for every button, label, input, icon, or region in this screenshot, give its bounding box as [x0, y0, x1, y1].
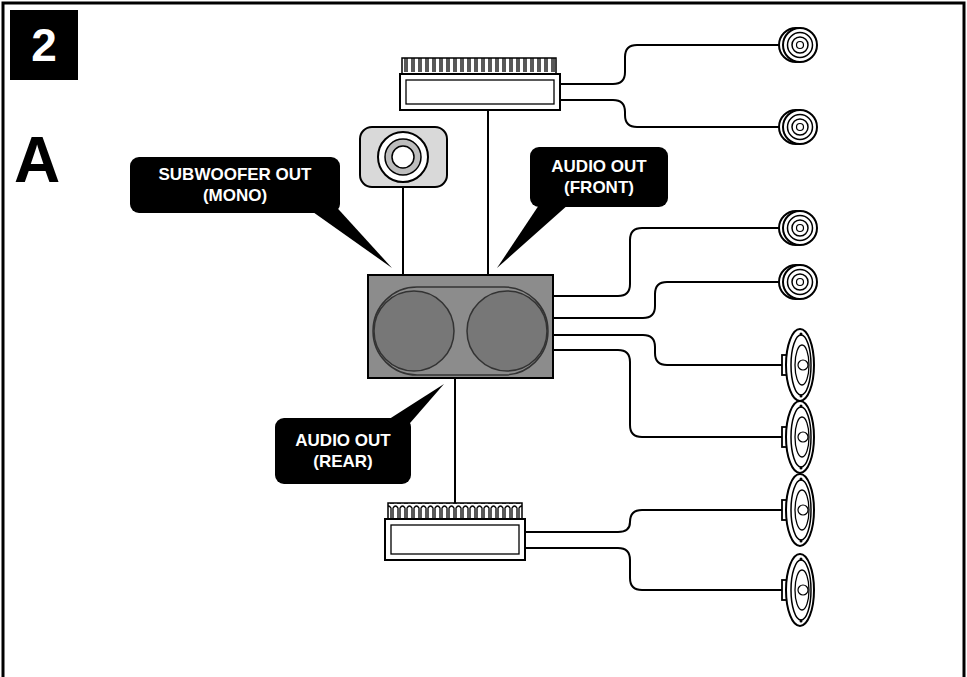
- page-frame: [3, 3, 964, 677]
- rear-amplifier: [385, 503, 525, 560]
- callout-label: SUBWOOFER OUT (MONO): [130, 157, 340, 213]
- node-text: AUDIO OUT (FRONT): [539, 156, 659, 199]
- callout-label: AUDIO OUT (REAR): [275, 418, 411, 484]
- node-text: AUDIO OUT (REAR): [284, 430, 402, 473]
- speakers: [779, 28, 817, 626]
- subwoofer-icon: [360, 127, 447, 187]
- node-text: SUBWOOFER OUT (MONO): [139, 164, 331, 207]
- front-amplifier: [400, 58, 560, 110]
- callout-label: AUDIO OUT (FRONT): [530, 147, 668, 207]
- head-unit: [368, 275, 553, 378]
- step-number: 2: [10, 10, 78, 80]
- node-text: 2: [31, 22, 57, 68]
- section-letter: A: [14, 128, 60, 192]
- callout-pointers: [296, 196, 578, 430]
